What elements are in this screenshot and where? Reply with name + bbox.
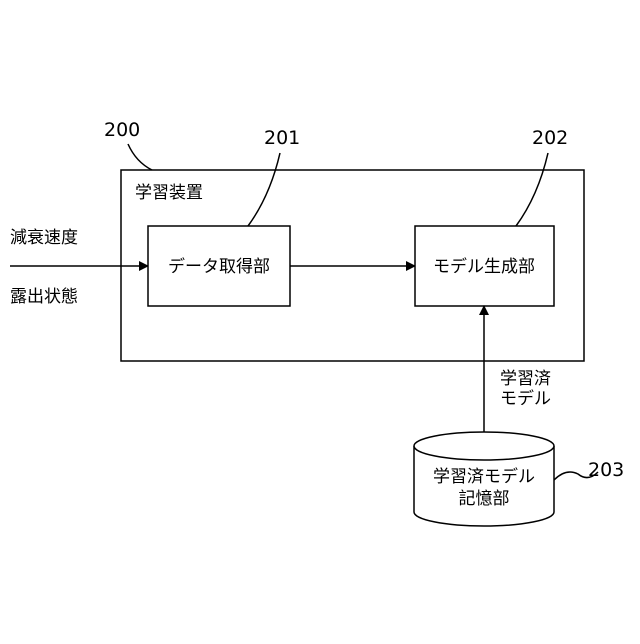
ref-203: 203 [588,459,624,481]
data-acquisition-label: データ取得部 [168,256,270,277]
leader-201 [248,153,280,226]
ref-202: 202 [532,127,568,149]
model-generation-label: モデル生成部 [433,256,535,277]
input-label-decay-rate: 減衰速度 [10,228,78,248]
leader-200 [128,144,152,170]
apparatus-title: 学習装置 [135,183,203,203]
input-label-exposure-state: 露出状態 [10,287,78,307]
storage-label-line2: 記憶部 [459,489,510,509]
leader-202 [516,153,548,226]
storage-cylinder-top [414,432,554,460]
ref-201: 201 [264,127,300,149]
ref-200: 200 [104,119,140,141]
link-label-model: モデル [500,388,551,409]
link-label-learned: 学習済 [500,369,551,389]
storage-label-line1: 学習済モデル [433,466,535,487]
